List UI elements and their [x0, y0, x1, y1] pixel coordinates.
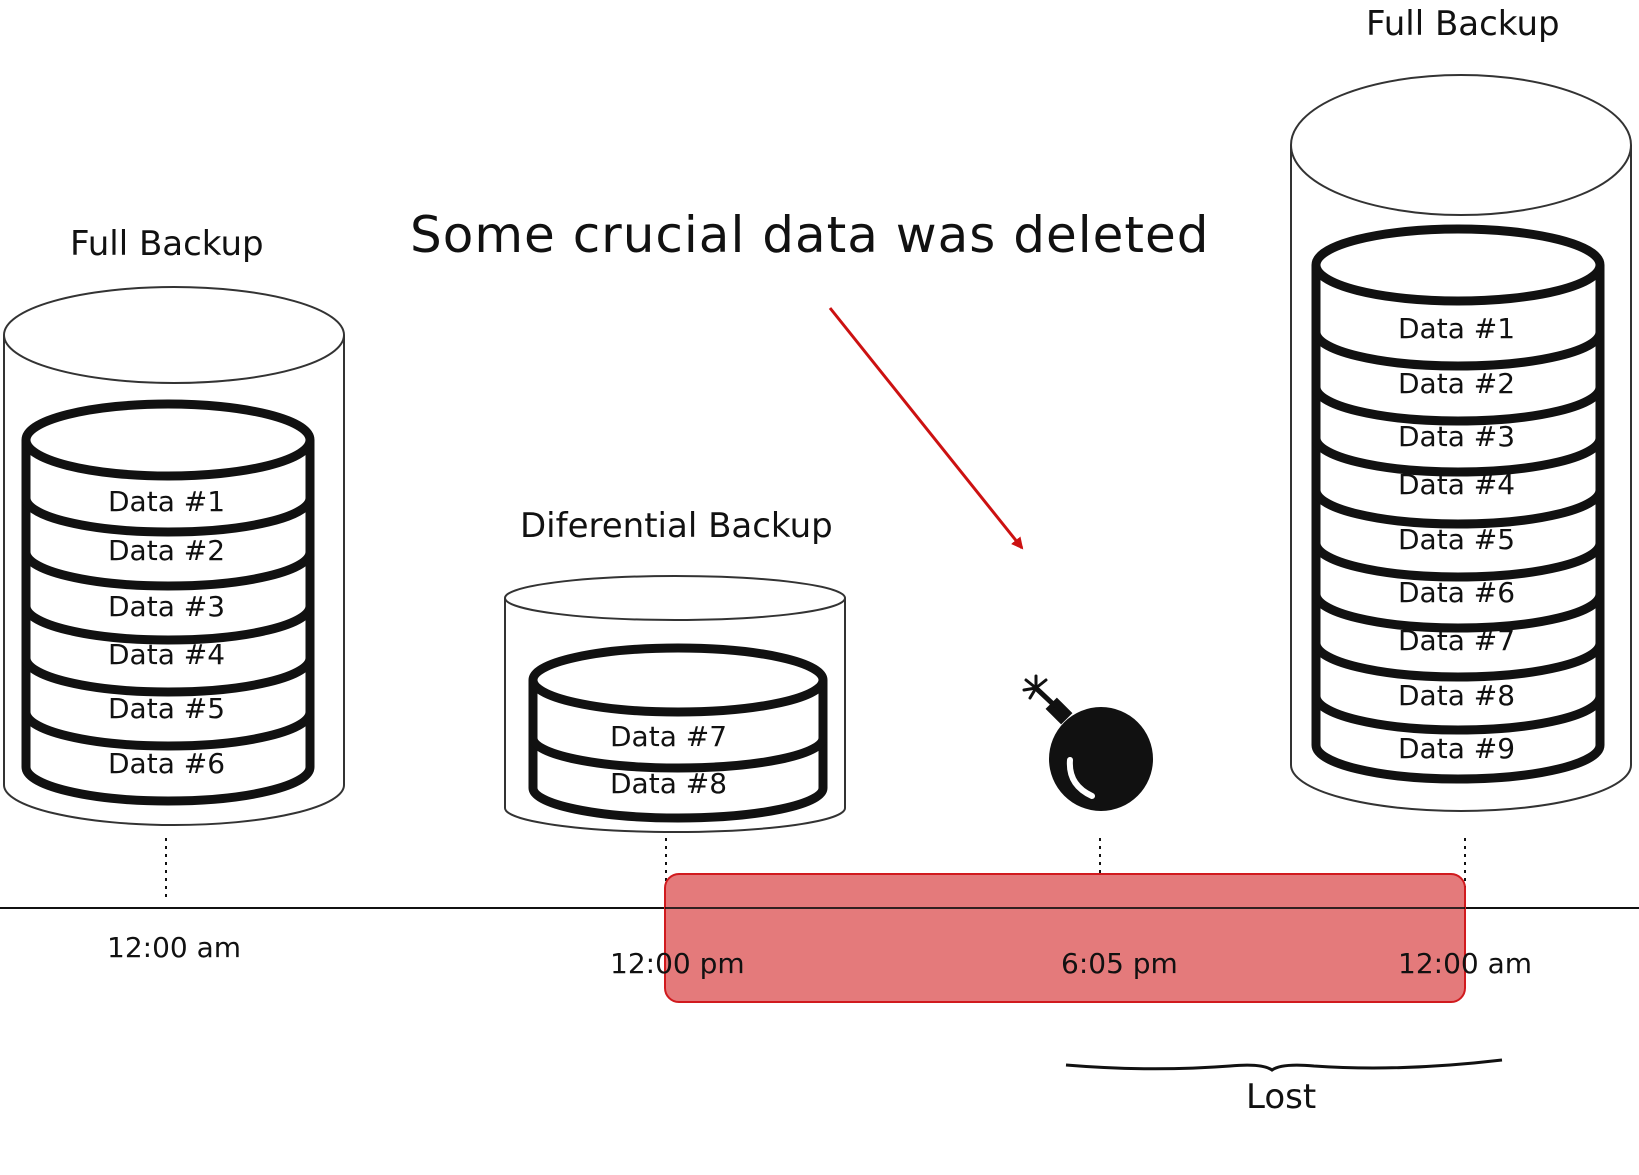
time-label-full-backup-1: 12:00 am — [107, 931, 241, 964]
data-item: Data #2 — [1398, 367, 1515, 400]
data-item: Data #7 — [1398, 624, 1515, 657]
data-item: Data #8 — [610, 767, 727, 800]
lost-label: Lost — [1246, 1077, 1316, 1117]
backup-full-1: Full Backup Data #1 Data #2 Data #3 Data… — [3, 224, 345, 826]
time-label-full-backup-2: 12:00 am — [1398, 947, 1532, 980]
data-item: Data #4 — [108, 638, 225, 671]
data-item: Data #3 — [108, 590, 225, 623]
data-stack — [21, 399, 315, 806]
backup-full-2: Full Backup Data #1 Data #2 Data #3 Data… — [1290, 4, 1632, 812]
backup-label: Diferential Backup — [520, 506, 833, 546]
bomb-icon — [1022, 674, 1153, 811]
data-item: Data #3 — [1398, 420, 1515, 453]
data-item: Data #6 — [1398, 576, 1515, 609]
data-item: Data #7 — [610, 720, 727, 753]
data-item: Data #4 — [1398, 468, 1515, 501]
data-item: Data #9 — [1398, 732, 1515, 765]
lost-data-region — [664, 873, 1466, 1003]
backup-label: Full Backup — [1366, 4, 1560, 44]
lost-brace — [1065, 1058, 1503, 1072]
time-label-diff-backup: 12:00 pm — [610, 947, 745, 980]
data-item: Data #5 — [108, 692, 225, 725]
data-item: Data #1 — [108, 485, 225, 518]
data-item: Data #1 — [1398, 312, 1515, 345]
data-item: Data #8 — [1398, 679, 1515, 712]
deleted-data-title: Some crucial data was deleted — [410, 206, 1209, 264]
data-stack — [1311, 224, 1605, 784]
data-item: Data #5 — [1398, 523, 1515, 556]
backup-label: Full Backup — [70, 224, 264, 264]
data-stack — [528, 643, 828, 823]
time-label-incident: 6:05 pm — [1061, 947, 1178, 980]
data-item: Data #2 — [108, 534, 225, 567]
data-item: Data #6 — [108, 747, 225, 780]
backup-differential: Diferential Backup Data #7 Data #8 — [504, 506, 846, 833]
deleted-arrow — [828, 307, 1024, 550]
